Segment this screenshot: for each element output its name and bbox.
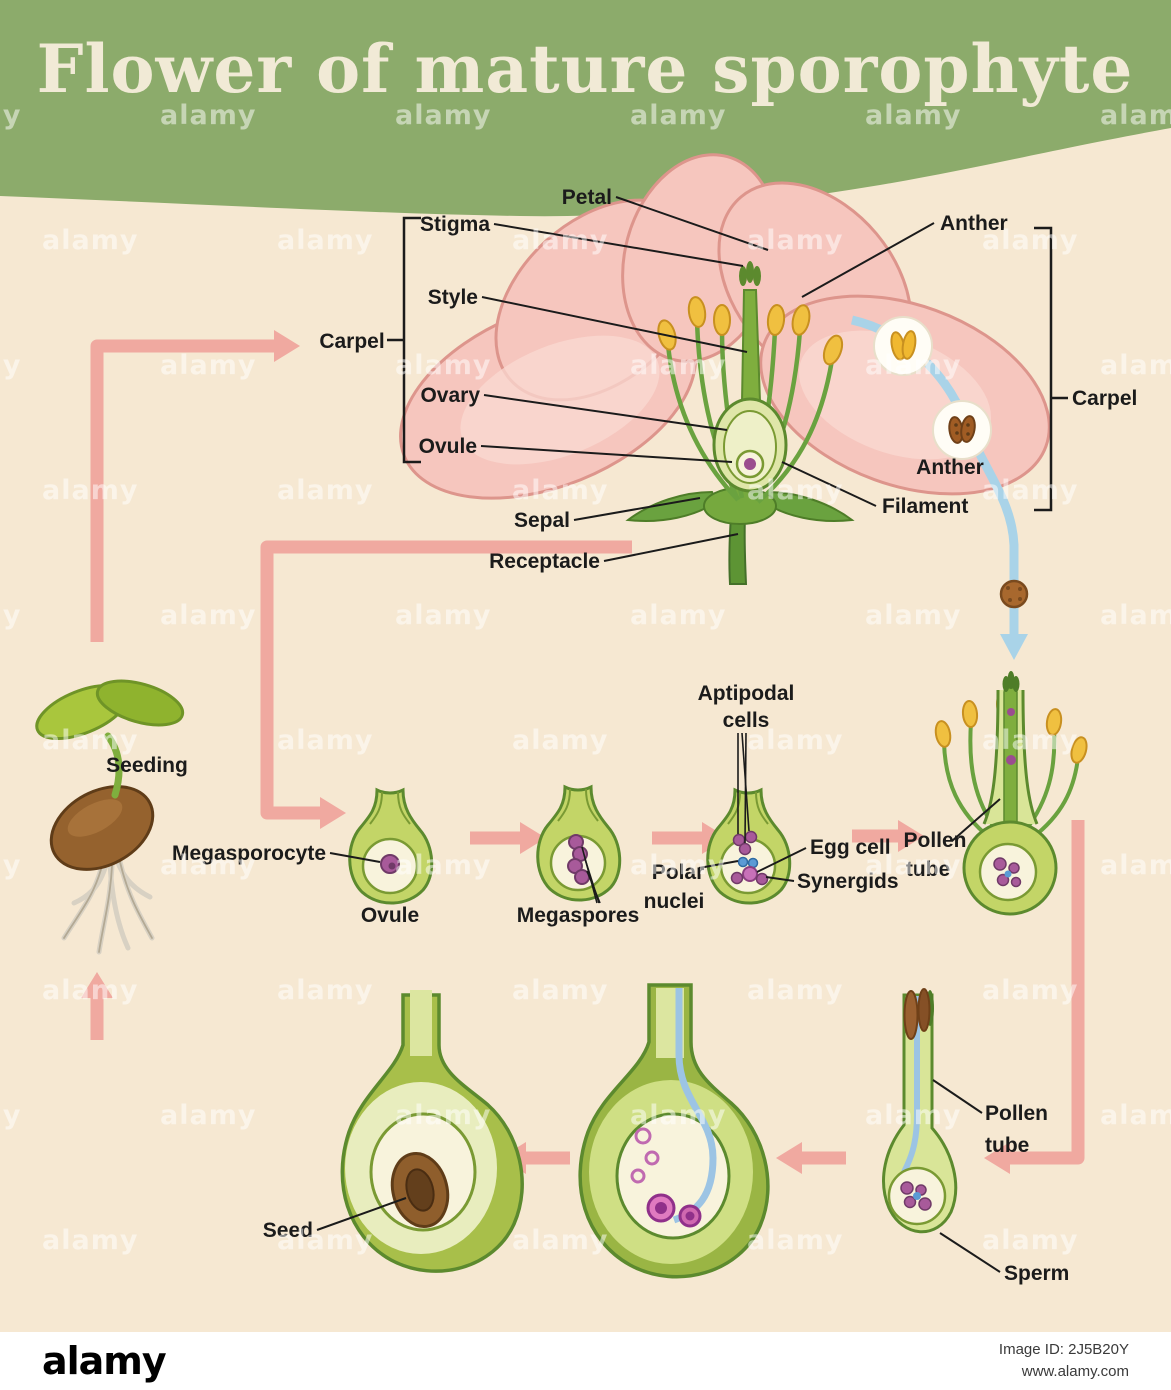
label-sepal: Sepal — [514, 509, 570, 532]
label-pollen-tube2-line1: Pollen — [985, 1102, 1048, 1125]
endosperm-nucleus — [685, 1211, 695, 1221]
antipodal-cell — [738, 842, 752, 856]
banner-shape — [0, 0, 1171, 217]
label-pollen-tube2-line2: tube — [985, 1134, 1029, 1157]
pollen-grain — [999, 579, 1029, 609]
seed-highlight — [67, 799, 123, 837]
label-receptacle: Receptacle — [489, 550, 600, 573]
stage-pollen-tube-growth — [882, 988, 958, 1234]
pollen-on-style — [1006, 755, 1016, 765]
flower-illustration — [399, 153, 1051, 660]
label-antipodal-line1: Aptipodal — [698, 682, 795, 705]
root-lines — [63, 861, 153, 953]
diagram-canvas: Flower of mature sporophyte — [0, 0, 1171, 1285]
tube-blue-nucleus — [913, 1192, 921, 1200]
anther-remnant — [917, 988, 931, 1032]
stage-pollination — [934, 671, 1088, 916]
stage-embryo-sac — [706, 788, 792, 905]
label-carpel-right: Carpel — [1072, 387, 1137, 410]
stem — [728, 515, 748, 585]
arrow-seed-to-seedling — [81, 972, 113, 1040]
arrow-seedling-to-carpel — [90, 330, 300, 642]
anther-remnant — [903, 990, 919, 1040]
egg-cell — [742, 866, 758, 882]
fertilization-free-nuclei — [630, 1127, 660, 1184]
petal-highlight — [460, 335, 660, 465]
title-banner: Flower of mature sporophyte — [0, 0, 1171, 217]
label-petal: Petal — [562, 186, 612, 209]
antipodal-cell — [744, 830, 758, 844]
label-connector-lines — [316, 196, 1068, 1273]
label-filament: Filament — [882, 495, 968, 518]
sprout-stem — [104, 732, 123, 799]
label-pollen-tube-line1: Pollen — [903, 829, 966, 852]
label-seed: Seed — [263, 1219, 313, 1242]
megasporocyte-nucleus — [388, 862, 396, 870]
style-shape — [740, 289, 762, 403]
polar-nucleus — [737, 856, 749, 868]
label-seeding: Seeding — [106, 754, 188, 777]
seed-embryo — [390, 1152, 450, 1228]
embryo-sac-cells — [730, 830, 769, 886]
seedling-illustration — [35, 679, 185, 955]
arrow-ovule-to-megaspores — [470, 822, 546, 854]
pollination-cells — [993, 857, 1022, 888]
pollination-blue-nucleus — [1004, 870, 1012, 878]
pollen-tube-line — [901, 996, 920, 1174]
label-style: Style — [428, 286, 478, 309]
alamy-logo: alamy — [42, 1339, 167, 1383]
image-id-text: Image ID: 2J5B20Y — [998, 1341, 1129, 1359]
sepal-right — [762, 490, 855, 523]
label-stage-ovule: Ovule — [361, 904, 419, 927]
footer-meta: Image ID: 2J5B20Y www.alamy.com — [999, 1339, 1129, 1383]
stigma-shape — [739, 261, 761, 286]
anther-zoom-circle-yellow — [873, 316, 933, 376]
footer-bar: alamy Image ID: 2J5B20Y www.alamy.com — [0, 1332, 1171, 1390]
arrow-embryo-sac-to-pollination — [852, 820, 924, 852]
label-anther-top: Anther — [940, 212, 1008, 235]
label-carpel-left: Carpel — [319, 330, 384, 353]
synergid-cell — [755, 872, 769, 886]
label-polar-line2: nuclei — [644, 890, 705, 913]
ovule-nucleus — [744, 458, 756, 470]
stage-ovule-megasporocyte — [348, 788, 434, 905]
arrow-pollen-tube-to-fertilization — [776, 1142, 846, 1174]
label-egg-cell: Egg cell — [810, 836, 891, 859]
label-synergids: Synergids — [797, 870, 899, 893]
cotyledon-right — [95, 679, 185, 727]
zygote-nucleus — [655, 1202, 667, 1214]
seed-neck — [410, 990, 432, 1056]
label-megasporocyte: Megasporocyte — [172, 842, 326, 865]
anthers — [657, 296, 844, 366]
pollen-on-style — [1007, 708, 1015, 716]
label-ovary: Ovary — [420, 384, 480, 407]
label-anther-zoom: Anther — [916, 456, 984, 479]
page-title: Flower of mature sporophyte — [37, 30, 1134, 108]
anther-zoom-circle-brown — [932, 400, 992, 460]
label-polar-line1: Polar — [652, 861, 705, 884]
label-ovule: Ovule — [419, 435, 477, 458]
stage-fertilization — [578, 983, 770, 1279]
label-stigma: Stigma — [420, 213, 490, 236]
label-antipodal-line2: cells — [723, 709, 770, 732]
arrow-pollination-to-pollen-tube — [984, 820, 1085, 1174]
label-pollen-tube-line2: tube — [906, 858, 950, 881]
pollination-arrowhead — [1000, 634, 1028, 660]
ovary-shape — [712, 397, 788, 493]
arrow-receptacle-to-ovule — [260, 540, 632, 829]
label-sperm: Sperm — [1004, 1262, 1069, 1285]
pollination-stigma — [1002, 671, 1020, 692]
synergid-cell — [730, 871, 744, 885]
label-megaspores: Megaspores — [517, 904, 640, 927]
footer-url-text: www.alamy.com — [1021, 1363, 1129, 1380]
carpel-right-bracket — [1034, 226, 1053, 512]
